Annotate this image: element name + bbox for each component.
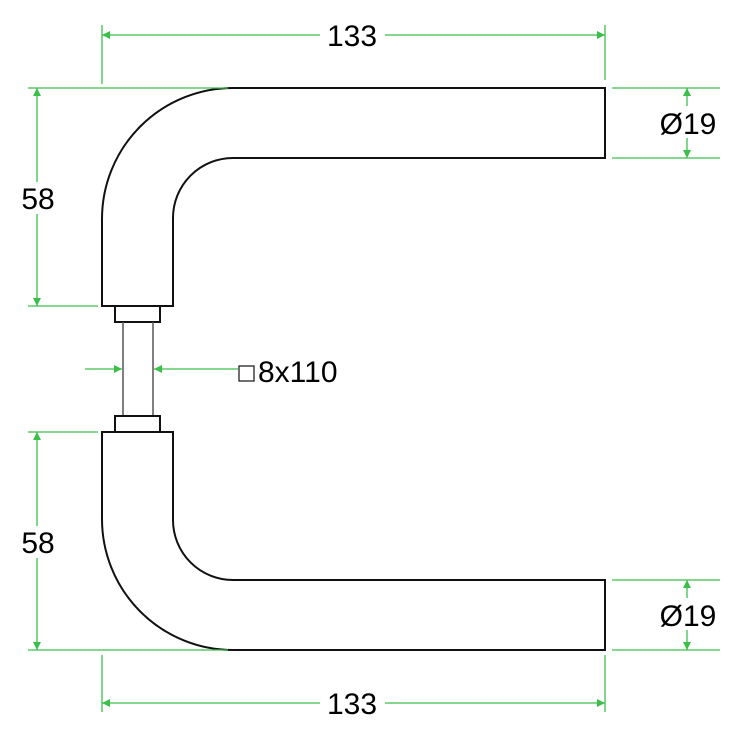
bottom-diameter-label: Ø19 <box>660 600 717 633</box>
lower-handle <box>101 431 606 651</box>
bottom-length-dimension: 133 <box>101 655 606 721</box>
top-height-label: 58 <box>21 183 54 216</box>
bottom-height-label: 58 <box>21 527 54 560</box>
spindle-dimension: 8x110 <box>85 356 338 389</box>
lower-rose-collar <box>114 415 161 433</box>
bottom-height-dimension: 58 <box>16 431 228 651</box>
spindle-label: 8x110 <box>258 356 338 389</box>
square-section-icon <box>238 365 255 382</box>
top-length-label: 133 <box>327 20 377 53</box>
top-height-dimension: 58 <box>16 87 228 307</box>
upper-handle <box>101 87 606 307</box>
bottom-length-label: 133 <box>327 688 377 721</box>
upper-rose-collar <box>114 305 161 323</box>
bottom-diameter-dimension: Ø19 <box>612 579 722 651</box>
top-diameter-label: Ø19 <box>660 108 717 141</box>
top-diameter-dimension: Ø19 <box>612 87 722 159</box>
top-length-dimension: 133 <box>101 20 606 84</box>
